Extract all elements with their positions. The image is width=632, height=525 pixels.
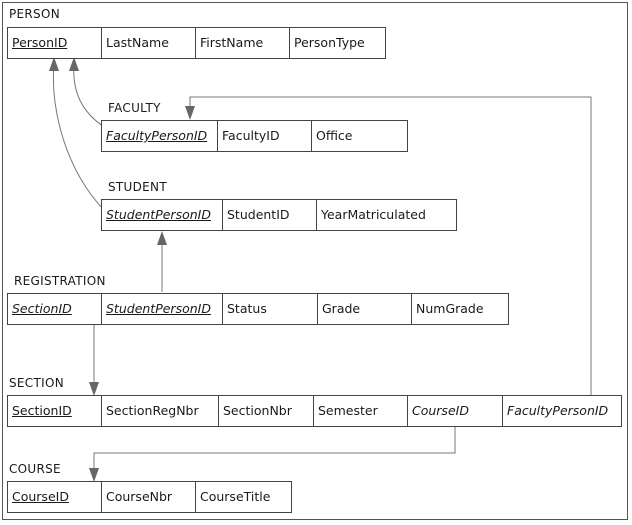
column-registration-numgrade: NumGrade bbox=[416, 301, 484, 316]
table-title-faculty: FACULTY bbox=[108, 101, 161, 115]
column-faculty-facultypersonid: FacultyPersonID bbox=[102, 121, 218, 151]
table-registration: SectionID StudentPersonID Status Grade N… bbox=[7, 293, 509, 325]
column-section-sectionregnbr: SectionRegNbr bbox=[102, 396, 219, 426]
table-title-registration: REGISTRATION bbox=[14, 274, 106, 288]
column-registration-studentpersonid: StudentPersonID bbox=[102, 294, 223, 324]
column-student-studentpersonid: StudentPersonID bbox=[102, 200, 223, 230]
column-person-lastname: LastName bbox=[102, 28, 196, 58]
arrowhead-faculty-from-section bbox=[185, 106, 195, 120]
column-section-sectionid: SectionID bbox=[8, 396, 102, 426]
column-section-sectionnbr: SectionNbr bbox=[219, 396, 314, 426]
table-title-course: COURSE bbox=[9, 462, 61, 476]
arrowhead-person-from-faculty bbox=[69, 57, 79, 71]
table-course: CourseID CourseNbr CourseTitle bbox=[7, 481, 292, 513]
column-faculty-facultyid: FacultyID bbox=[218, 121, 312, 151]
link-student-to-person bbox=[52, 61, 105, 211]
column-section-semester: Semester bbox=[314, 396, 408, 426]
arrowhead-section-from-registration bbox=[89, 382, 99, 396]
column-course-coursetitle: CourseTitle bbox=[200, 489, 271, 504]
link-section-to-course bbox=[93, 427, 456, 470]
column-course-coursenbr: CourseNbr bbox=[102, 482, 196, 512]
column-person-persontype: PersonType bbox=[294, 35, 365, 50]
table-section: SectionID SectionRegNbr SectionNbr Semes… bbox=[7, 395, 622, 427]
column-student-yearmatriculated: YearMatriculated bbox=[321, 207, 426, 222]
column-faculty-office: Office bbox=[316, 128, 353, 143]
column-person-firstname: FirstName bbox=[196, 28, 290, 58]
column-person-personid: PersonID bbox=[8, 28, 102, 58]
column-registration-sectionid: SectionID bbox=[8, 294, 102, 324]
table-person: PersonID LastName FirstName PersonType bbox=[7, 27, 386, 59]
column-course-courseid: CourseID bbox=[8, 482, 102, 512]
column-registration-status: Status bbox=[223, 294, 318, 324]
column-section-facultypersonid: FacultyPersonID bbox=[507, 403, 609, 418]
link-section-to-faculty bbox=[189, 96, 592, 395]
arrowhead-student-from-registration bbox=[157, 231, 167, 245]
column-registration-grade: Grade bbox=[318, 294, 412, 324]
table-title-person: PERSON bbox=[9, 7, 60, 21]
column-student-studentid: StudentID bbox=[223, 200, 317, 230]
table-faculty: FacultyPersonID FacultyID Office bbox=[101, 120, 408, 152]
table-title-section: SECTION bbox=[9, 376, 64, 390]
arrowhead-person-from-student bbox=[49, 57, 59, 71]
table-student: StudentPersonID StudentID YearMatriculat… bbox=[101, 199, 457, 231]
diagram-frame bbox=[2, 2, 628, 520]
link-faculty-to-person bbox=[73, 63, 105, 128]
column-section-courseid: CourseID bbox=[408, 396, 503, 426]
table-title-student: STUDENT bbox=[108, 180, 167, 194]
arrowhead-course-from-section bbox=[89, 468, 99, 482]
